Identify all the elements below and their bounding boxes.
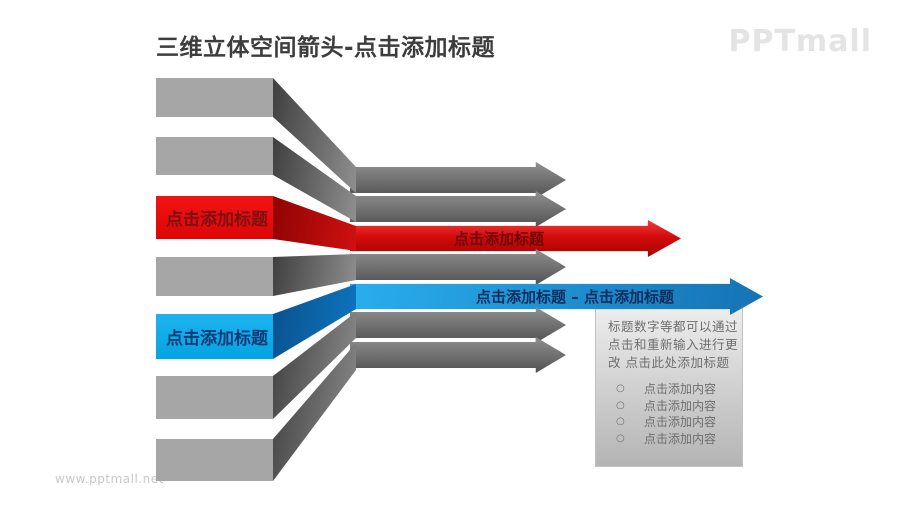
bar-red[interactable]: 点击添加标题 [156, 196, 273, 239]
bullet-text: 点击添加内容 [644, 398, 717, 413]
bullet-icon: ○ [616, 383, 625, 394]
arrow-gray-4 [350, 307, 566, 343]
note-bullet-list: ○ 点击添加内容 ○ 点击添加内容 ○ 点击添加内容 ○ 点击添加内容 [608, 381, 734, 447]
bullet-text: 点击添加内容 [644, 382, 717, 396]
bar-gray-2 [156, 137, 273, 175]
note-line-3: 改 点击此处添加标题 [608, 355, 730, 370]
note-bullet-item: ○ 点击添加内容 [608, 381, 734, 398]
bullet-icon: ○ [616, 432, 625, 444]
red-bar-label: 点击添加标题 [166, 210, 268, 230]
bar-gray-5 [156, 439, 273, 481]
arrow-gray-1 [350, 162, 566, 198]
bullet-icon: ○ [616, 416, 625, 427]
arrow-blue[interactable]: 点击添加标题 – 点击添加标题 [350, 278, 763, 315]
watermark: www.pptmall.net [55, 472, 164, 486]
blue-arrow-label: 点击添加标题 – 点击添加标题 [476, 288, 674, 306]
bar-gray-3 [156, 257, 273, 296]
bullet-icon: ○ [616, 399, 625, 411]
note-box[interactable]: 标题数字等都可以通过 点击和重新输入进行更 改 点击此处添加标题 ○ 点击添加内… [595, 308, 743, 467]
bar-blue[interactable]: 点击添加标题 [156, 314, 273, 359]
note-line-1: 标题数字等都可以通过 [608, 319, 739, 334]
note-bullet-item: ○ 点击添加内容 [608, 431, 734, 448]
page-title: 三维立体空间箭头-点击添加标题 [156, 35, 496, 61]
blue-bar-label: 点击添加标题 [166, 329, 268, 349]
arrow-gray-5 [350, 337, 566, 373]
arrow-gray-3 [350, 249, 566, 285]
bar-gray-1 [156, 78, 273, 117]
note-bullet-item: ○ 点击添加内容 [608, 398, 734, 415]
note-bullet-item: ○ 点击添加内容 [608, 414, 734, 431]
bullet-text: 点击添加内容 [644, 431, 717, 446]
pptmall-logo[interactable]: PPTmall [728, 24, 872, 59]
bullet-text: 点击添加内容 [644, 415, 717, 429]
arrow-gray-2 [350, 191, 566, 227]
arrow-red[interactable]: 点击添加标题 [350, 220, 681, 257]
red-arrow-label: 点击添加标题 [453, 230, 544, 248]
note-line-2: 点击和重新输入进行更 [608, 337, 739, 352]
bar-gray-4 [156, 376, 273, 419]
